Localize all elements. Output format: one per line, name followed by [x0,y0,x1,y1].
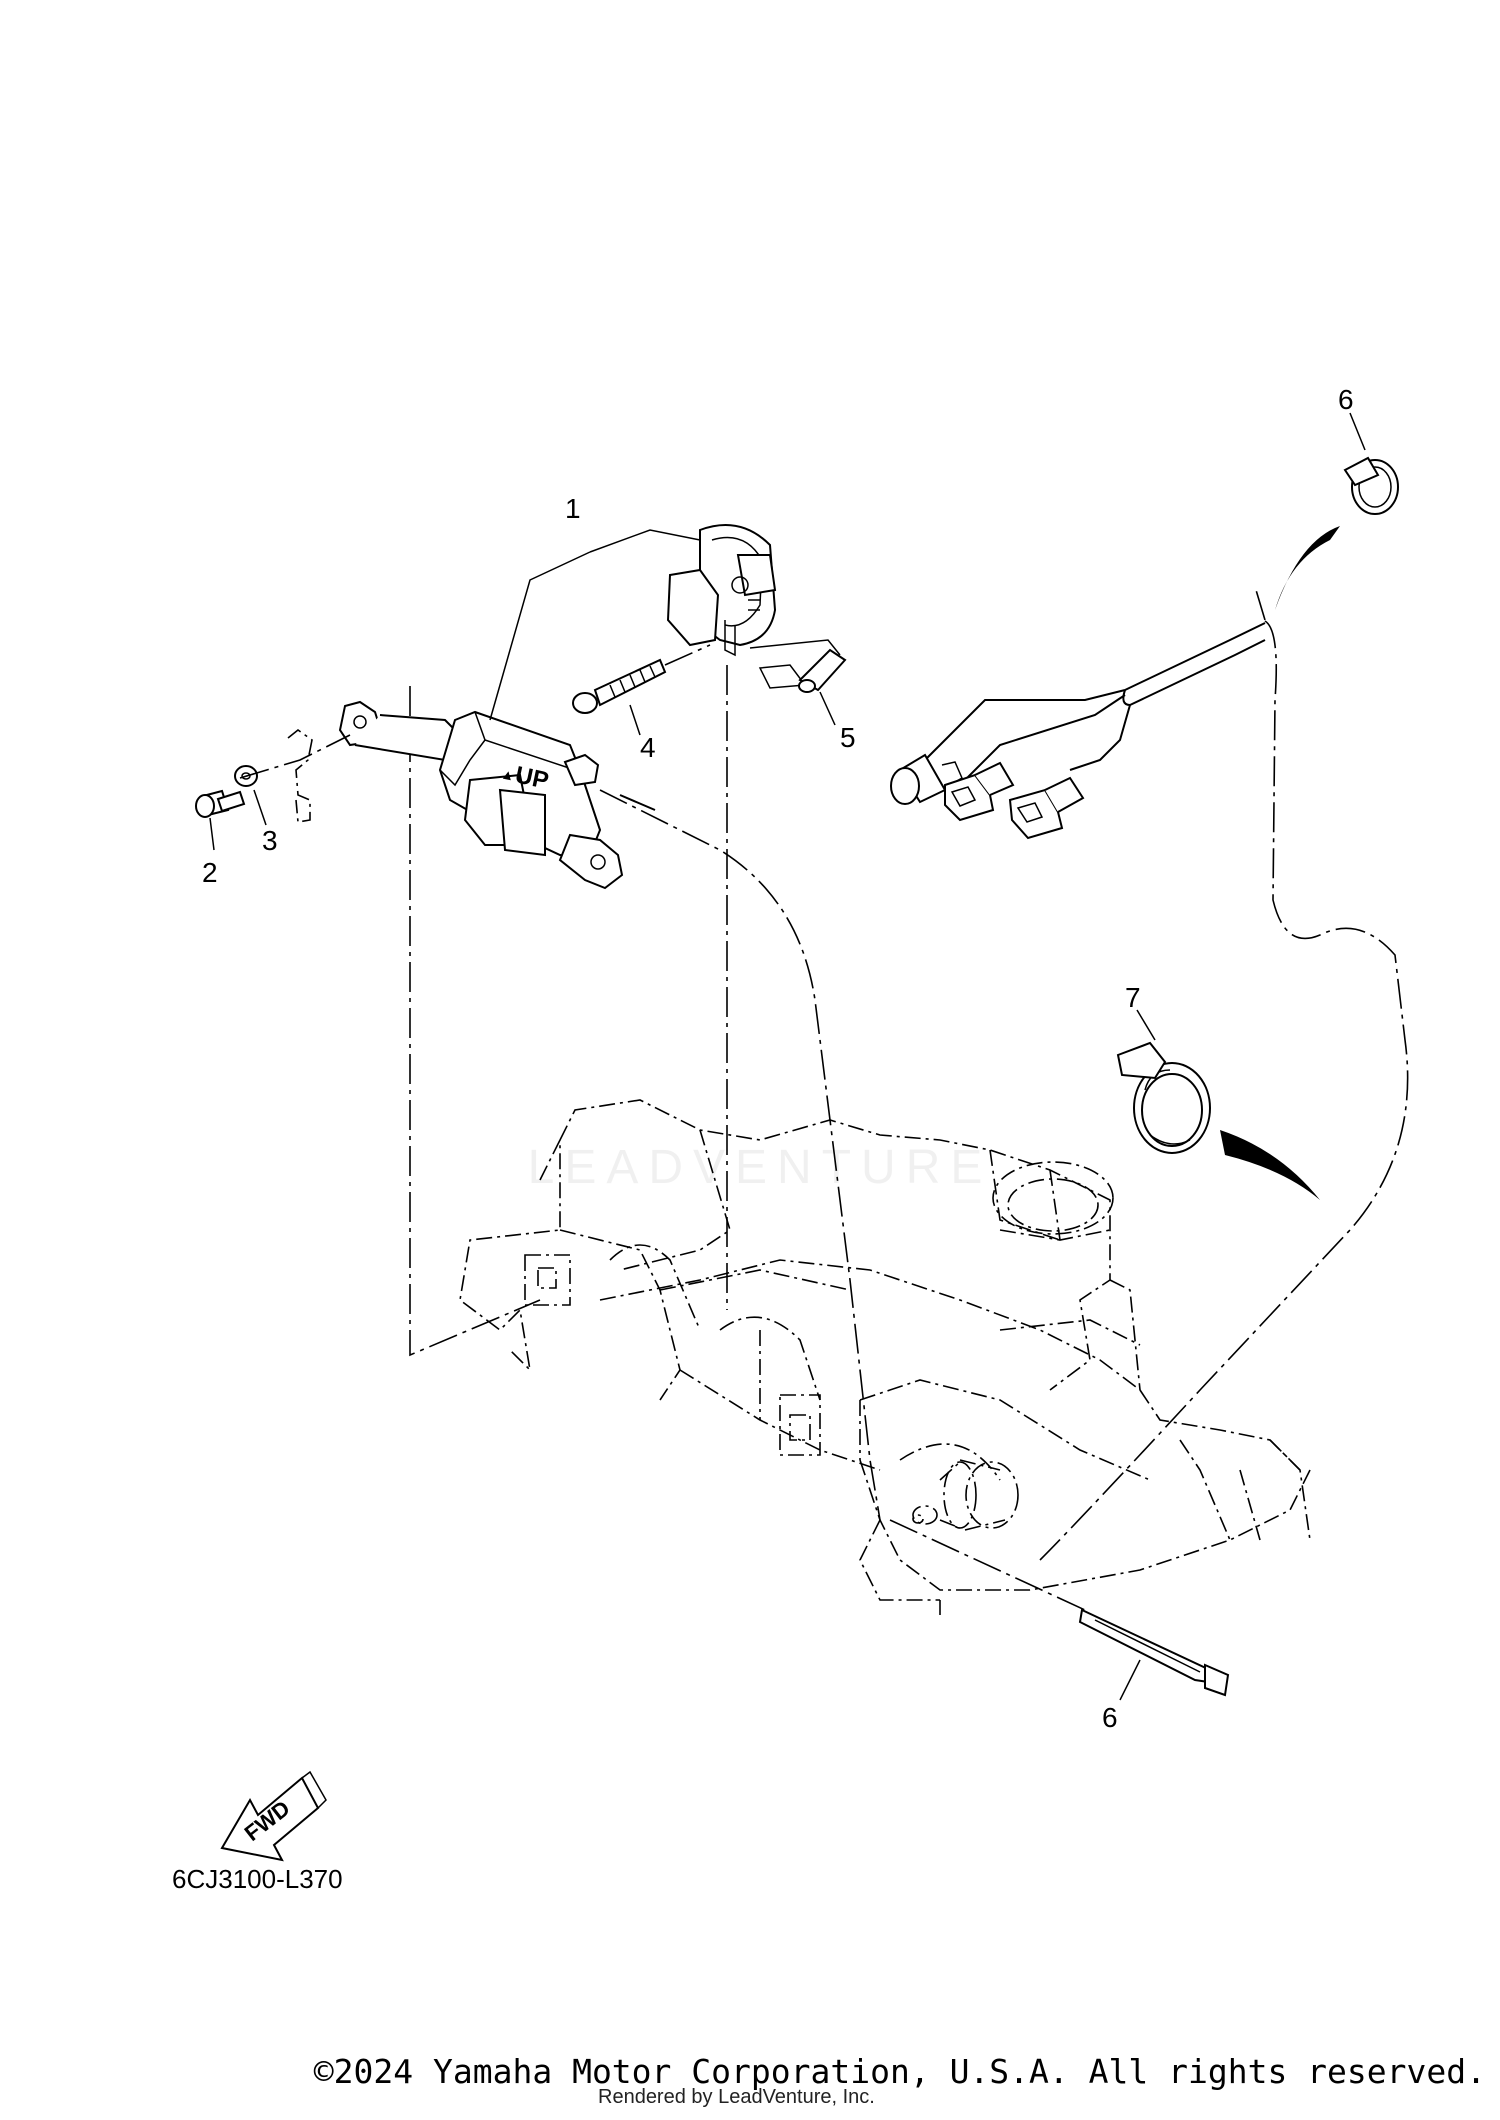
rendered-by-notice: Rendered by LeadVenture, Inc. [598,2086,875,2108]
callout-6-top: 6 [1338,384,1354,415]
arrow-to-clamp-7 [1220,1130,1320,1200]
clip-outline [287,728,313,823]
callout-7: 7 [1125,982,1141,1013]
arrow-to-clamp-6 [1275,526,1340,610]
leader-5 [819,691,836,726]
routing-lines [409,589,1409,1611]
fwd-arrow: FWD [220,1770,327,1862]
diagram-code: 6CJ3100-L370 [172,1864,343,1894]
callout-5: 5 [840,722,856,753]
leader-1a [589,529,701,553]
screw-axis [664,644,711,666]
leader-3 [253,789,267,826]
leader-7 [1136,1009,1156,1041]
clamp-part-7 [1116,1041,1211,1154]
trim-switch-assembly [338,700,624,890]
cable-tie-part-6-bottom [1078,1608,1230,1697]
leader-1b [489,551,591,721]
watermark-text: LEADVENTURE [527,1141,993,1194]
leader-6-bottom [1119,1659,1141,1701]
switch-up-arrow-icon: ▲ [499,765,516,784]
wire-harness [890,622,1266,840]
upper-switch [666,524,777,657]
callout-2: 2 [202,857,218,888]
callout-6-bottom: 6 [1102,1702,1118,1733]
screw-part-4 [572,658,667,714]
up-label-group: ▲ UP [499,761,551,794]
copyright-notice: ©2024 Yamaha Motor Corporation, U.S.A. A… [313,2052,1486,2091]
callout-4: 4 [640,732,656,763]
clamp-part-6-top [1343,456,1399,515]
switch-lead-wire [619,794,656,811]
leader-4 [629,704,641,736]
bolt-part-2 [195,789,246,818]
callout-1: 1 [565,493,581,524]
bracket-assembly [459,1099,1311,1615]
leader-2 [209,817,215,851]
collar-part-5 [749,639,847,693]
bolt-axis [239,734,351,779]
leader-6-top [1349,412,1366,451]
callout-3: 3 [262,825,278,856]
